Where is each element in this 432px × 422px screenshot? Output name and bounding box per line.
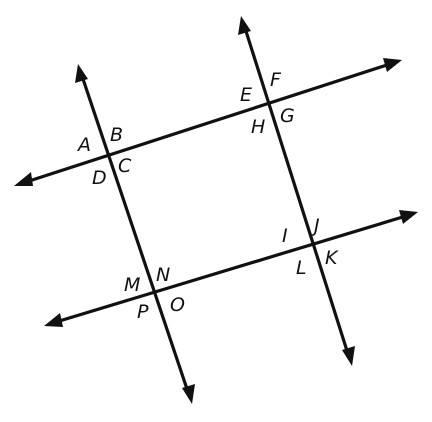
top-line-left-arrowhead <box>14 172 33 186</box>
angle-label-b: B <box>110 124 123 146</box>
bottom-line-left-arrowhead <box>44 313 63 327</box>
right-transversal-top-arrowhead <box>238 16 251 35</box>
left-transversal-line <box>75 64 195 404</box>
angle-label-h: H <box>251 116 265 138</box>
top-line-right-arrowhead <box>383 58 402 72</box>
right-transversal-line <box>238 16 355 366</box>
angle-label-p: P <box>137 301 149 323</box>
angle-label-d: D <box>92 167 107 189</box>
angle-label-a: A <box>76 134 91 156</box>
angle-label-j: J <box>310 215 320 237</box>
right-transversal-bottom-arrowhead <box>342 346 355 366</box>
angle-label-i: I <box>282 225 288 247</box>
angle-label-l: L <box>296 257 307 279</box>
angle-label-o: O <box>170 294 185 316</box>
angle-label-e: E <box>240 84 252 106</box>
angle-label-n: N <box>156 264 170 286</box>
angle-label-m: M <box>124 274 140 296</box>
angle-label-k: K <box>325 247 339 269</box>
angle-label-f: F <box>270 69 282 91</box>
angle-label-g: G <box>280 105 295 127</box>
top-parallel-line <box>14 58 402 186</box>
angle-label-c: C <box>118 155 132 177</box>
left-transversal-bottom-arrowhead <box>182 384 195 404</box>
bottom-parallel-line <box>44 210 418 327</box>
left-transversal-top-arrowhead <box>75 64 88 83</box>
bottom-line-right-arrowhead <box>399 210 418 224</box>
